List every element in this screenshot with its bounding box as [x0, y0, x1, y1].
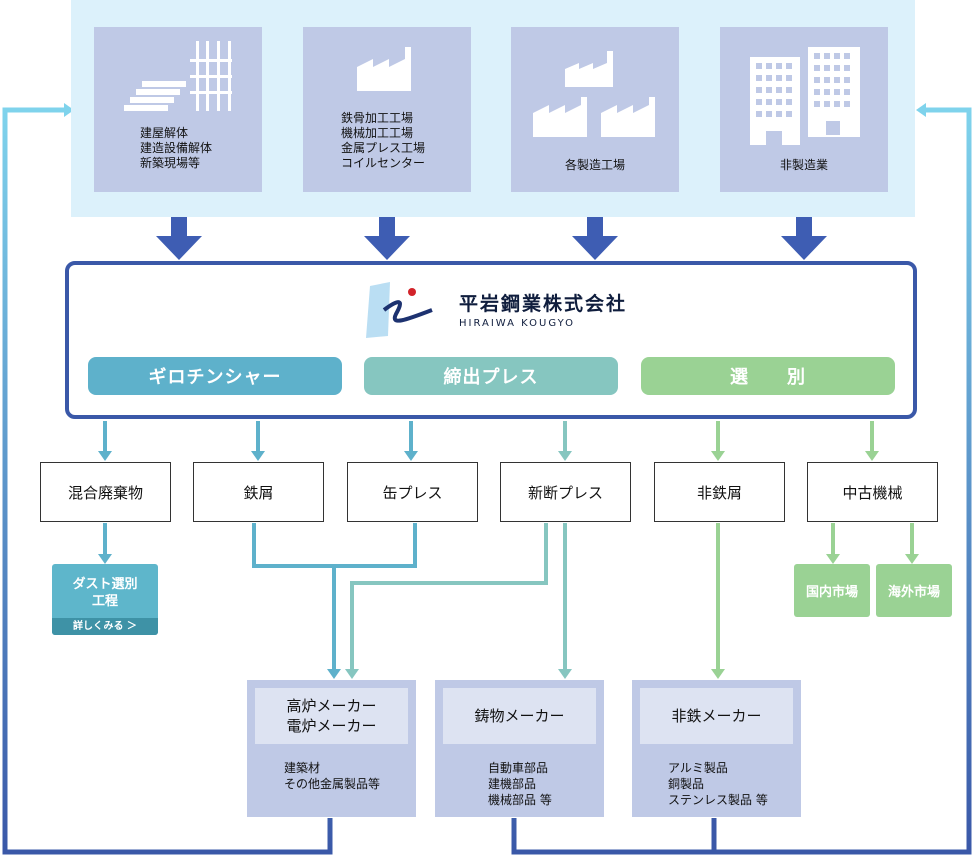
- source-demolition-card: 建屋解体 建造設備解体 新築現場等: [94, 27, 262, 192]
- source-non-manufacturing-text: 非製造業: [779, 158, 828, 172]
- category-used-machines: 中古機械: [807, 462, 938, 522]
- return-loop-right: [511, 107, 972, 855]
- dust-more-link[interactable]: 詳しくみる ＞: [52, 618, 158, 635]
- dest-non-ferrous-head: 非鉄メーカー: [640, 688, 793, 744]
- process-press: 締出プレス: [364, 357, 618, 395]
- category-non-ferrous: 非鉄屑: [654, 462, 785, 522]
- return-loop-left: [2, 107, 333, 855]
- dest-casting-maker: 鋳物メーカー 自動車部品 建機部品 機械部品 等: [435, 680, 604, 817]
- factories-icon: [533, 51, 655, 137]
- category-arrows: [103, 421, 874, 452]
- company-name-en: HIRAIWA KOUGYO: [459, 318, 576, 329]
- source-processing-card: 鉄骨加工工場 機械加工工場 金属プレス工場 コイルセンター: [303, 27, 471, 192]
- dest-furnace-body: 建築材 その他金属製品等: [284, 761, 381, 791]
- dest-non-ferrous-body: アルミ製品 銅製品 ステンレス製品 等: [668, 761, 768, 807]
- dest-casting-body: 自動車部品 建機部品 機械部品 等: [488, 761, 552, 807]
- process-sorting: 選 別: [641, 357, 895, 395]
- category-iron-scrap: 鉄屑: [193, 462, 324, 522]
- dest-furnace-maker: 高炉メーカー 電炉メーカー 建築材 その他金属製品等: [247, 680, 416, 817]
- market-domestic: 国内市場: [794, 564, 870, 617]
- source-demolition-text: 建屋解体 建造設備解体 新築現場等: [140, 126, 213, 170]
- company-name-jp: 平岩鋼業株式会社: [459, 293, 628, 315]
- dest-non-ferrous-maker: 非鉄メーカー アルミ製品 銅製品 ステンレス製品 等: [632, 680, 801, 817]
- source-non-manufacturing-card: 非製造業: [720, 27, 888, 192]
- return-arrowhead-left: [64, 103, 74, 117]
- process-guillotine: ギロチンシャー: [88, 357, 342, 395]
- office-buildings-icon: [750, 47, 860, 145]
- factory-icon: [357, 47, 411, 91]
- dust-sorting-title: ダスト選別 工程: [72, 577, 138, 609]
- company-logo: [366, 282, 433, 338]
- return-arrowhead-right: [916, 103, 926, 117]
- category-new-cut-press: 新断プレス: [500, 462, 631, 522]
- source-processing-text: 鉄骨加工工場 機械加工工場 金属プレス工場 コイルセンター: [341, 111, 426, 170]
- category-can-press: 缶プレス: [347, 462, 478, 522]
- dest-casting-head: 鋳物メーカー: [443, 688, 596, 744]
- category-mixed-waste: 混合廃棄物: [40, 462, 171, 522]
- source-manufacturing-card: 各製造工場: [511, 27, 679, 192]
- company-box: [65, 261, 917, 419]
- market-overseas: 海外市場: [876, 564, 952, 617]
- category-arrowheads: [98, 451, 879, 461]
- dust-sorting-button[interactable]: ダスト選別 工程 詳しくみる ＞: [52, 564, 158, 635]
- source-manufacturing-text: 各製造工場: [564, 158, 625, 172]
- dest-furnace-head: 高炉メーカー 電炉メーカー: [255, 688, 408, 744]
- demolition-building-icon: [124, 41, 232, 111]
